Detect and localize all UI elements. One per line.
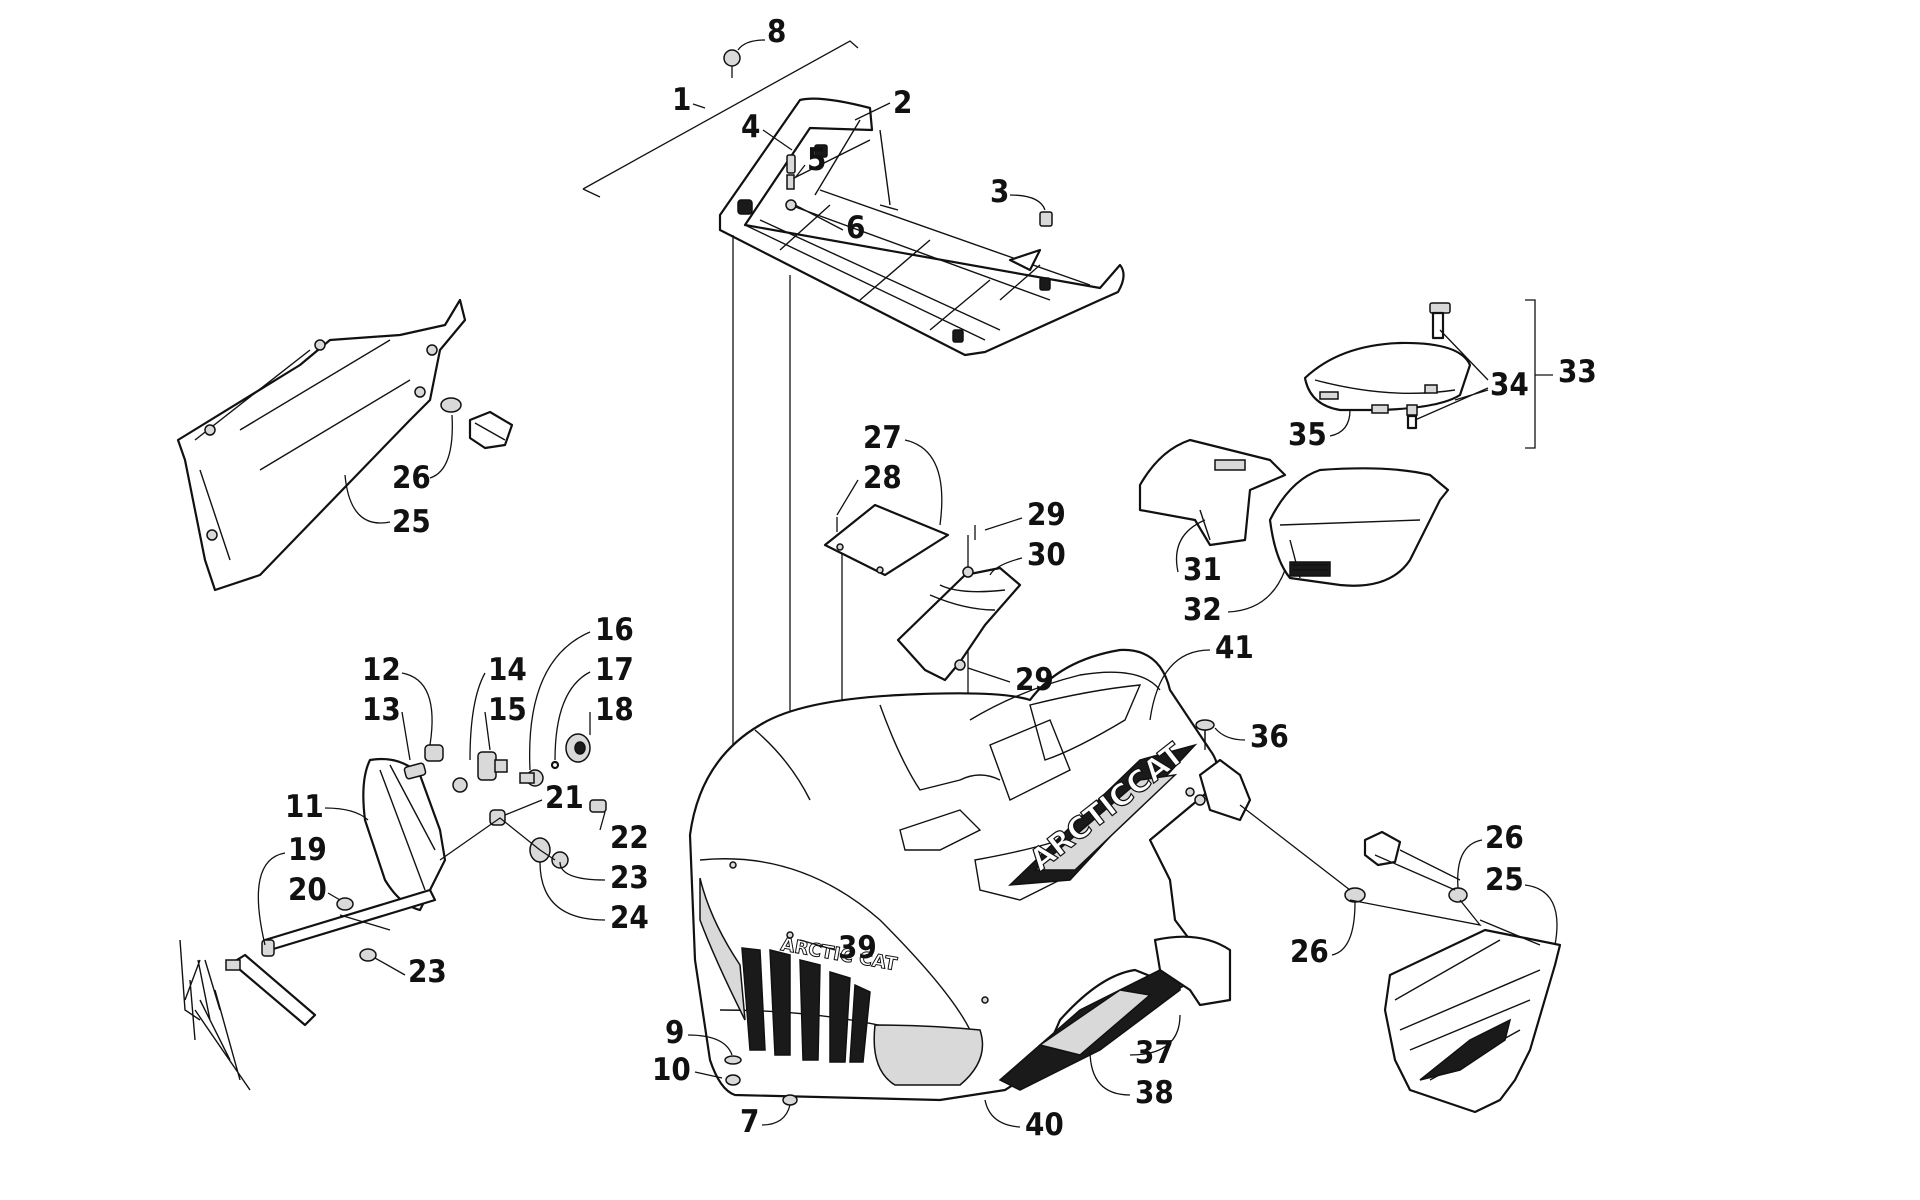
- callout-15: 15: [488, 692, 527, 728]
- callout-6: 6: [846, 210, 865, 246]
- adjuster-screw: [261, 888, 437, 962]
- callout-17: 17: [595, 652, 634, 688]
- storage-lid: [1303, 341, 1472, 414]
- callout-41: 41: [1215, 630, 1254, 666]
- callout-9: 9: [665, 1015, 684, 1051]
- callout-8: 8: [767, 14, 786, 50]
- callout-23-b: 23: [408, 954, 447, 990]
- headlight-housing: [362, 757, 447, 912]
- callouts: 1 2 3 4 5 6 8 7 9 10 11 12 13 14 15 16: [257, 14, 1597, 1143]
- callout-22: 22: [610, 820, 649, 856]
- callout-2: 2: [893, 85, 912, 121]
- callout-36: 36: [1250, 719, 1289, 755]
- right-side-panel: [1383, 919, 1562, 1114]
- callout-37: 37: [1135, 1035, 1174, 1071]
- rack-assembly-bracket: [582, 40, 859, 198]
- storage-box-liner: [1138, 438, 1287, 547]
- callout-29-b: 29: [1015, 662, 1054, 698]
- storage-box: [1268, 467, 1450, 587]
- callout-26-b: 26: [1485, 820, 1524, 856]
- storage-latch: [1406, 302, 1451, 430]
- body-mount-bracket: [1198, 758, 1252, 822]
- callout-29-a: 29: [1027, 497, 1066, 533]
- push-rivet: [1195, 719, 1215, 750]
- front-rack: [718, 97, 1125, 357]
- callout-31: 31: [1183, 552, 1222, 588]
- left-side-panel: [176, 298, 467, 592]
- callout-10: 10: [652, 1052, 691, 1088]
- rack-fasteners: [723, 49, 797, 211]
- callout-23-a: 23: [610, 860, 649, 896]
- callout-20: 20: [288, 872, 327, 908]
- callout-11: 11: [285, 789, 324, 825]
- callout-14: 14: [488, 652, 527, 688]
- callout-25-a: 25: [392, 504, 431, 540]
- front-body: ARCTICCAT ARCTIC CAT: [688, 648, 1232, 1102]
- callout-27: 27: [863, 420, 902, 456]
- callout-34: 34: [1490, 367, 1529, 403]
- headlight-bulb-parts: [403, 733, 607, 869]
- callout-39: 39: [838, 930, 877, 966]
- right-panel-fasteners: [1239, 804, 1482, 926]
- callout-26-a: 26: [392, 460, 431, 496]
- mounting-post: [225, 953, 317, 1027]
- callout-13: 13: [362, 692, 401, 728]
- callout-19: 19: [288, 832, 327, 868]
- callout-3: 3: [990, 174, 1009, 210]
- callout-35: 35: [1288, 417, 1327, 453]
- center-bracket: [896, 566, 1022, 682]
- left-panel-fastener: [440, 397, 514, 450]
- callout-21: 21: [545, 780, 584, 816]
- callout-32: 32: [1183, 592, 1222, 628]
- callout-1: 1: [672, 82, 691, 118]
- callout-38: 38: [1135, 1075, 1174, 1111]
- callout-30: 30: [1027, 537, 1066, 573]
- access-panel-cover: [823, 503, 950, 577]
- callout-7: 7: [740, 1104, 759, 1140]
- callout-26-c: 26: [1290, 934, 1329, 970]
- callout-5: 5: [807, 142, 826, 178]
- callout-40: 40: [1025, 1107, 1064, 1143]
- callout-24: 24: [610, 900, 649, 936]
- callout-33: 33: [1558, 354, 1597, 390]
- callout-25-b: 25: [1485, 862, 1524, 898]
- callout-4: 4: [741, 109, 760, 145]
- callout-18: 18: [595, 692, 634, 728]
- frame-fragment: [179, 939, 251, 1091]
- callout-28: 28: [863, 460, 902, 496]
- callout-16: 16: [595, 612, 634, 648]
- callout-12: 12: [362, 652, 401, 688]
- access-panel-screw: [836, 517, 976, 540]
